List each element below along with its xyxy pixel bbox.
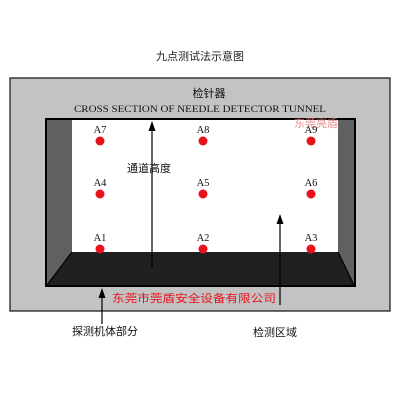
machine-body-label: 探测机体部分 bbox=[72, 324, 138, 338]
company-label: 东莞市莞盾安全设备有限公司 bbox=[112, 291, 276, 305]
point-label-a7: A7 bbox=[94, 125, 107, 136]
tunnel-floor bbox=[47, 252, 354, 285]
point-label-a6: A6 bbox=[305, 178, 318, 189]
cross-section-label: CROSS SECTION OF NEEDLE DETECTOR TUNNEL bbox=[74, 105, 326, 115]
point-label-a4: A4 bbox=[94, 178, 108, 189]
test-point-a9 bbox=[306, 136, 316, 146]
test-point-a5 bbox=[198, 189, 208, 199]
point-label-a8: A8 bbox=[197, 125, 210, 136]
watermark-top: 东莞亮盾 bbox=[294, 116, 338, 130]
point-label-a9: A9 bbox=[305, 125, 318, 136]
detection-area-arrow-head bbox=[276, 214, 284, 224]
point-label-a1: A1 bbox=[94, 233, 107, 244]
machine-body-arrow-head bbox=[98, 288, 106, 298]
test-point-a1 bbox=[95, 244, 105, 254]
test-point-a7 bbox=[95, 136, 105, 146]
point-label-a5: A5 bbox=[197, 178, 210, 189]
test-point-a8 bbox=[198, 136, 208, 146]
detection-area-label: 检测区域 bbox=[253, 325, 297, 339]
test-point-a4 bbox=[95, 189, 105, 199]
detector-label: 检针器 bbox=[193, 86, 226, 100]
point-label-a3: A3 bbox=[305, 233, 318, 244]
height-arrow-head bbox=[148, 121, 156, 131]
diagram-title: 九点测试法示意图 bbox=[156, 49, 244, 63]
test-point-a2 bbox=[198, 244, 208, 254]
perspective-line-right bbox=[337, 251, 355, 286]
test-point-a3 bbox=[306, 244, 316, 254]
perspective-line-left bbox=[46, 251, 73, 286]
point-label-a2: A2 bbox=[197, 233, 210, 244]
test-point-a6 bbox=[306, 189, 316, 199]
height-label: 通道高度 bbox=[127, 161, 171, 175]
